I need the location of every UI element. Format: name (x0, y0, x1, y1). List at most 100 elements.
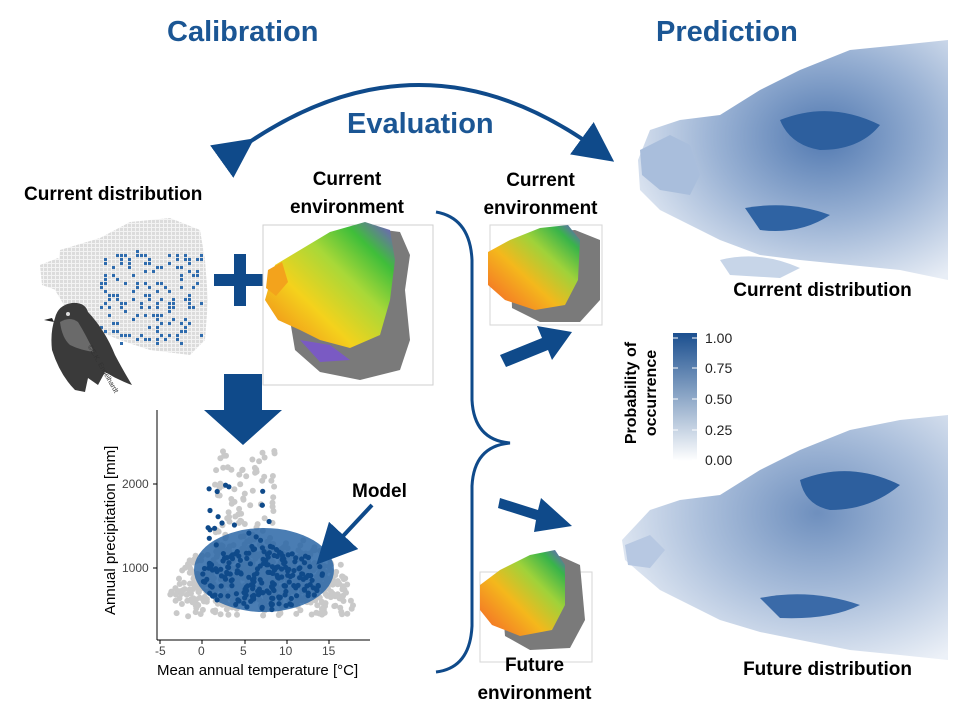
presence-point (207, 590, 213, 596)
background-point (221, 452, 228, 459)
presence-point (241, 600, 247, 606)
background-point (203, 596, 210, 603)
background-point (223, 606, 230, 613)
presence-cell (180, 286, 183, 289)
presence-cell (120, 302, 123, 305)
model-pointer-arrow (316, 503, 374, 565)
presence-cell (128, 334, 131, 337)
scatter-ytick-2000: 2000 (122, 477, 149, 491)
presence-cell (156, 338, 159, 341)
presence-point (207, 527, 213, 533)
presence-cell (180, 330, 183, 333)
scatter-xtick-0: 0 (198, 644, 205, 658)
background-point (318, 605, 325, 612)
background-point (186, 586, 193, 593)
presence-cell (112, 274, 115, 277)
presence-cell (144, 294, 147, 297)
presence-cell (156, 306, 159, 309)
presence-cell (104, 278, 107, 281)
legend-tick-1: 1.00 (705, 330, 733, 346)
background-point (269, 473, 276, 479)
presence-point (248, 582, 254, 588)
presence-point (253, 534, 259, 540)
down-arrow (204, 374, 282, 445)
presence-point (283, 603, 289, 609)
presence-point (305, 593, 311, 599)
background-point (268, 477, 275, 484)
presence-cell (132, 298, 135, 301)
presence-point (313, 586, 319, 592)
background-point (337, 604, 344, 611)
presence-point (206, 486, 212, 492)
presence-cell (144, 338, 147, 341)
presence-cell (124, 254, 127, 257)
presence-point (231, 522, 237, 528)
background-point (340, 573, 346, 580)
background-point (172, 591, 179, 598)
presence-cell (128, 258, 131, 261)
background-point (293, 610, 300, 617)
presence-point (275, 574, 281, 580)
presence-cell (196, 282, 199, 285)
presence-cell (196, 270, 199, 273)
presence-point (218, 593, 224, 599)
background-point (256, 458, 263, 465)
model-label: Model (352, 481, 407, 502)
presence-cell (160, 282, 163, 285)
presence-cell (188, 258, 191, 261)
presence-point (299, 556, 305, 562)
background-point (237, 481, 244, 488)
background-point (172, 597, 179, 604)
presence-point (301, 560, 308, 566)
presence-cell (120, 254, 123, 257)
presence-cell (168, 334, 171, 337)
presence-point (270, 595, 276, 602)
background-point (225, 611, 232, 618)
background-point (226, 518, 233, 525)
future-distribution-label: Future distribution (743, 659, 912, 680)
presence-cell (144, 254, 147, 257)
presence-cell (148, 286, 151, 289)
presence-cell (184, 258, 187, 261)
presence-cell (104, 330, 107, 333)
presence-point (233, 601, 239, 608)
background-point (260, 612, 267, 619)
evaluation-curved-arrow (210, 83, 615, 178)
scatter-xtick-neg5: -5 (155, 644, 166, 658)
presence-point (319, 572, 325, 578)
presence-cell (180, 322, 183, 325)
presence-point (271, 552, 277, 559)
background-point (177, 588, 184, 595)
presence-point (202, 579, 208, 585)
presence-cell (148, 294, 151, 297)
presence-point (302, 553, 309, 559)
presence-cell (200, 334, 203, 337)
presence-cell (156, 314, 159, 317)
presence-cell (168, 310, 171, 313)
presence-point (275, 564, 281, 570)
presence-cell (120, 262, 123, 265)
presence-cell (100, 282, 103, 285)
background-point (261, 515, 268, 522)
presence-point (222, 574, 228, 581)
presence-cell (176, 334, 179, 337)
presence-point (244, 604, 250, 610)
presence-cell (188, 262, 191, 265)
legend-tick-050: 0.50 (705, 391, 733, 407)
presence-cell (124, 282, 127, 285)
presence-cell (156, 290, 159, 293)
background-point (241, 490, 248, 497)
presence-cell (144, 262, 147, 265)
presence-cell (112, 330, 115, 333)
presence-point (234, 549, 240, 555)
presence-cell (148, 298, 151, 301)
presence-cell (136, 250, 139, 253)
background-point (236, 471, 243, 478)
presence-cell (164, 286, 167, 289)
presence-cell (140, 306, 143, 309)
presence-point (215, 514, 221, 520)
presence-point (236, 553, 242, 559)
presence-cell (132, 274, 135, 277)
presence-cell (112, 294, 115, 297)
presence-cell (168, 322, 171, 325)
